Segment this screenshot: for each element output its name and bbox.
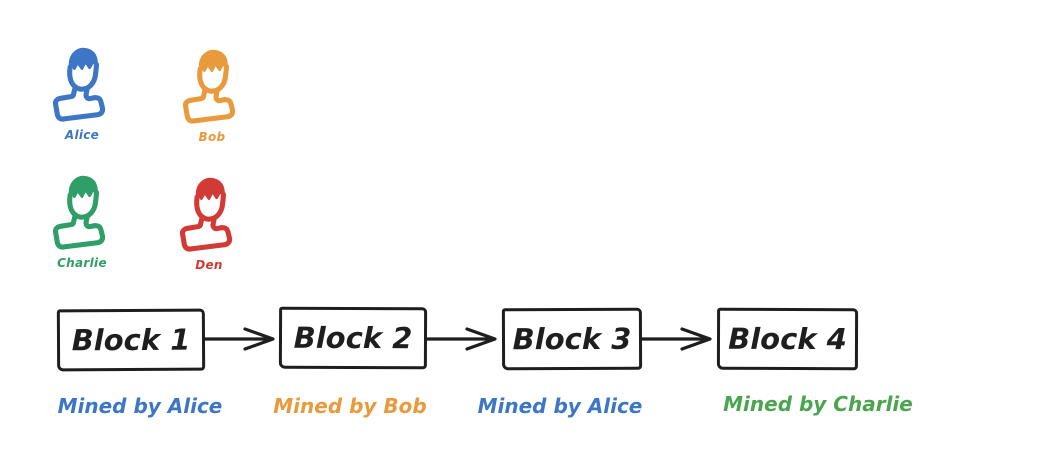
miner-bob: Bob <box>175 40 249 144</box>
block-label: Block 3 <box>512 321 632 357</box>
person-icon <box>179 177 233 252</box>
person-icon <box>182 49 236 124</box>
arrow-block1-block2 <box>203 326 279 352</box>
mined-by-label-block3: Mined by Alice <box>477 394 643 418</box>
arrow-icon <box>203 327 275 351</box>
arrow-block3-block4 <box>640 326 716 352</box>
miner-den: Den <box>172 168 246 272</box>
miner-name-label: Charlie <box>57 256 107 270</box>
block-1: Block 1 <box>56 308 206 372</box>
block-label: Block 2 <box>293 320 413 356</box>
miner-name-label: Bob <box>198 130 226 144</box>
block-2: Block 2 <box>278 306 428 370</box>
miner-name-label: Den <box>195 258 223 272</box>
person-icon <box>52 47 106 122</box>
arrow-icon <box>640 327 712 351</box>
block-label: Block 4 <box>728 321 847 357</box>
person-icon <box>52 175 106 250</box>
block-label: Block 1 <box>71 322 191 358</box>
miner-charlie: Charlie <box>45 166 119 270</box>
block-4: Block 4 <box>716 307 859 371</box>
block-3: Block 3 <box>501 307 643 371</box>
arrow-icon <box>425 327 497 351</box>
miner-alice: Alice <box>45 38 119 142</box>
arrow-block2-block3 <box>425 326 501 352</box>
mined-by-label-block4: Mined by Charlie <box>723 392 913 416</box>
mined-by-label-block1: Mined by Alice <box>57 394 223 418</box>
miner-name-label: Alice <box>64 128 100 142</box>
mined-by-label-block2: Mined by Bob <box>273 394 427 418</box>
